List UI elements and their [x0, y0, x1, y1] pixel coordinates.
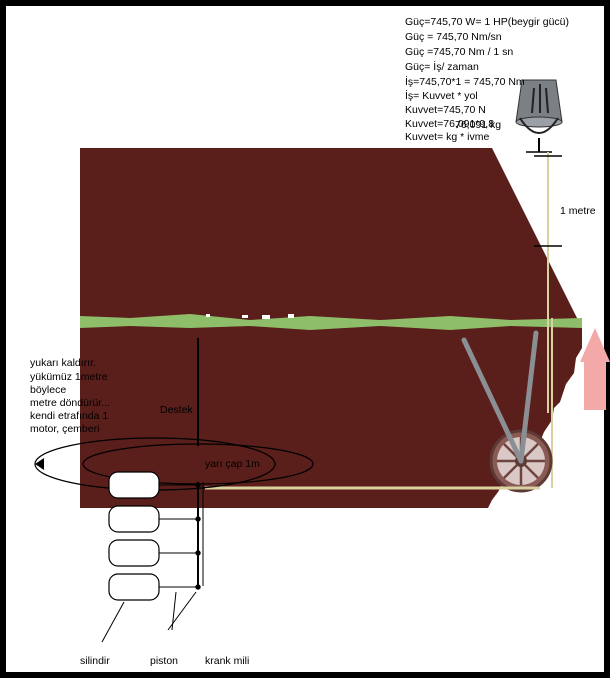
piston-label: piston: [150, 655, 178, 667]
formula-line-7: Güç =745,70 Nm / 1 sn: [405, 46, 513, 58]
motor-note-line-5: yükümüz 1metre: [30, 371, 108, 383]
engine-cylinders: [108, 471, 160, 601]
grass-strip: [80, 314, 582, 330]
crankshaft-label: krank mili: [205, 655, 249, 667]
pulley-frame: [461, 330, 539, 464]
formula-line-8: Güç = 745,70 Nm/sn: [405, 31, 502, 43]
rotation-arrowhead: [35, 458, 44, 470]
distance-label: 1 metre: [560, 205, 596, 217]
formula-line-1: Kuvvet= kg * ivme: [405, 131, 489, 143]
bucket-icon: [515, 79, 563, 153]
motor-note-line-2: kendi etrafında 1: [30, 410, 108, 422]
label-leaders: [101, 591, 197, 643]
motor-note-line-3: metre döndürür...: [30, 397, 110, 409]
engine-pistons: [159, 482, 201, 590]
motor-note-line-6: yukarı kaldırır.: [30, 357, 96, 369]
motor-note-line-4: böylece: [30, 384, 66, 396]
mass-label: 76,091 kg: [455, 119, 501, 131]
formula-line-3: Kuvvet=745,70 N: [405, 104, 486, 116]
motor-note: motor, çemberi kendi etrafında 1 metre d…: [30, 357, 110, 435]
formula-line-5: İş=745,70*1 = 745,70 Nm: [405, 75, 525, 88]
formula-line-6: Güç= İş/ zaman: [405, 60, 479, 73]
formula-line-2: Kuvvet=76,091*9,8: [405, 118, 494, 130]
formula-line-9: Güç=745,70 W= 1 HP(beygir gücü): [405, 16, 569, 28]
motor-note-line-1: motor, çemberi: [30, 423, 99, 435]
support-label: Destek: [160, 404, 193, 416]
red-arrow: [580, 328, 610, 410]
grass-gaps: [206, 314, 294, 319]
radius-label: yarı çap 1m: [205, 458, 260, 470]
cylinder-label: silindir: [80, 655, 110, 667]
formula-line-4: İş= Kuvvet * yol: [405, 89, 478, 102]
formula-block: Kuvvet= kg * ivme Kuvvet=76,091*9,8 Kuvv…: [405, 16, 569, 143]
